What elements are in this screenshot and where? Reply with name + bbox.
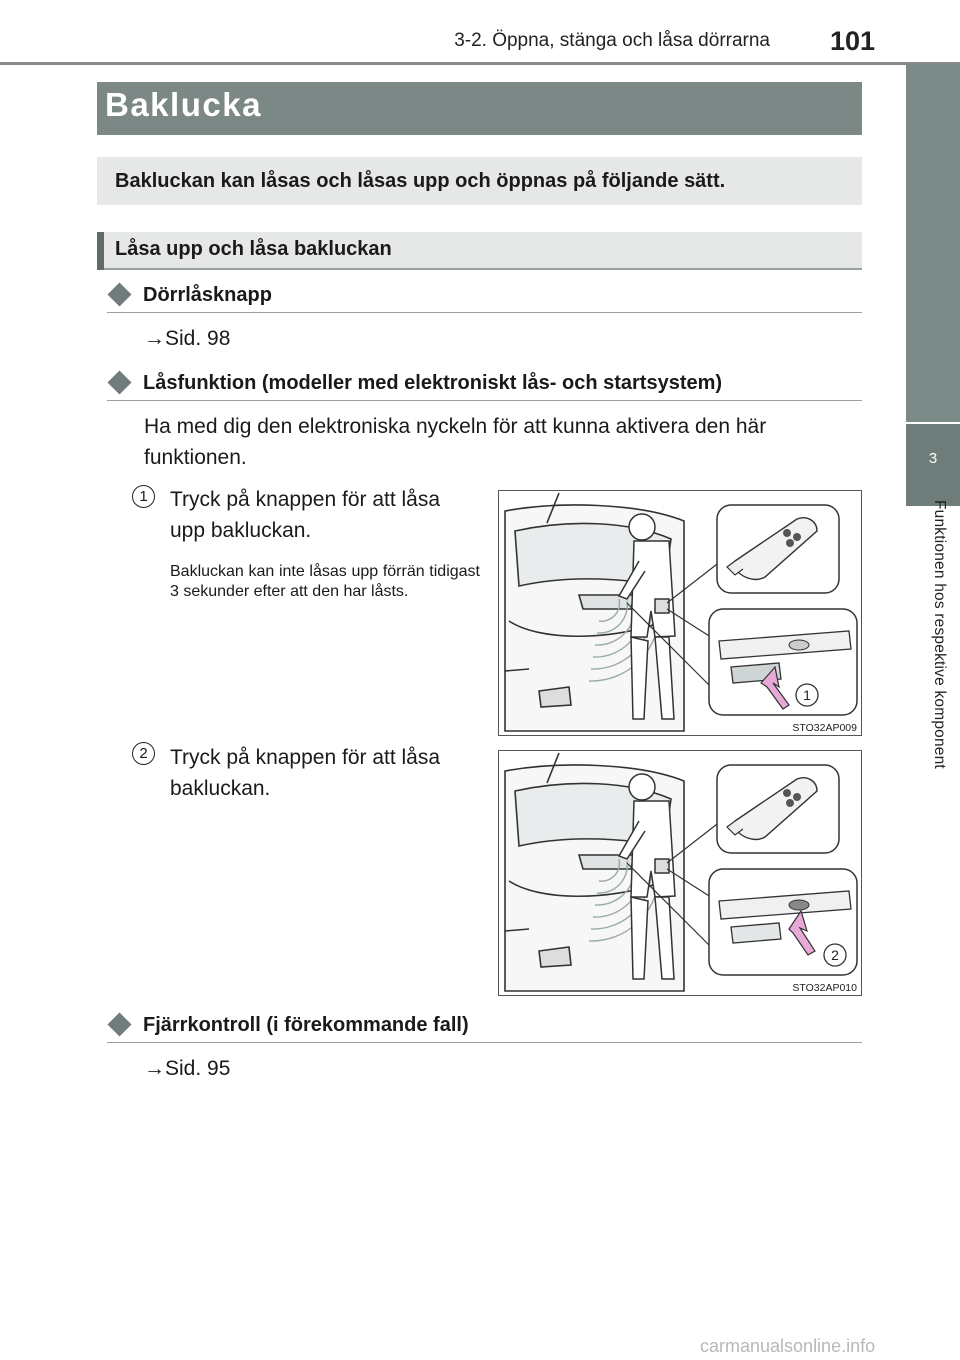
chapter-tab-label: Funktionen hos respektive komponent (931, 500, 948, 769)
diamond-bullet-icon (107, 1012, 132, 1037)
watermark: carmanualsonline.info (700, 1336, 876, 1356)
subheading-panel (97, 232, 862, 270)
step-note: Bakluckan kan inte låsas upp förrän tidi… (170, 563, 480, 600)
intro-text: Bakluckan kan låsas och låsas upp och öp… (115, 170, 726, 192)
page-title: Baklucka (105, 86, 262, 123)
diamond-bullet-icon (107, 370, 132, 395)
figure-callout-number: 1 (803, 687, 811, 703)
section-heading-lock-function: Låsfunktion (modeller med elektroniskt l… (143, 372, 723, 394)
subheading: Låsa upp och låsa bakluckan (115, 238, 392, 260)
step-number-badge: 1 (132, 485, 155, 508)
figure-code: STO32AP009 (792, 722, 857, 734)
page-reference: →Sid. 98 (144, 327, 231, 350)
section-heading-door-lock: Dörrlåsknapp (143, 284, 272, 306)
page-number: 101 (830, 26, 876, 56)
section-rule (107, 400, 862, 401)
key-fob-icon (726, 517, 818, 581)
step-text: Tryck på knappen för att låsa bakluckan. (170, 746, 441, 800)
subheading-accent (97, 232, 104, 270)
step-text: Tryck på knappen för att låsa upp bakluc… (170, 488, 441, 542)
chapter-tab-bar (906, 64, 960, 422)
figure-callout-number: 2 (831, 947, 839, 963)
press-arrow-icon (788, 909, 816, 956)
diamond-bullet-icon (107, 282, 132, 307)
figure-unlock-tailgate: 1 STO32AP009 (498, 490, 862, 736)
page-reference: →Sid. 95 (144, 1057, 231, 1080)
running-header-section: 3-2. Öppna, stänga och låsa dörrarna (454, 30, 770, 51)
figure-lock-tailgate: 2 STO32AP010 (498, 750, 862, 996)
figure-code: STO32AP010 (792, 982, 857, 994)
press-arrow-icon (760, 665, 790, 710)
section-rule (107, 1042, 862, 1043)
chapter-tab-number: 3 (906, 424, 960, 506)
header-rule (0, 62, 960, 65)
key-fob-icon (726, 777, 818, 841)
title-bar (97, 82, 862, 135)
step-number-badge: 2 (132, 742, 155, 765)
section-body: Ha med dig den elektroniska nyckeln för … (144, 415, 767, 469)
section-heading-remote: Fjärrkontroll (i förekommande fall) (143, 1014, 469, 1036)
intro-panel (97, 157, 862, 205)
section-rule (107, 312, 862, 313)
